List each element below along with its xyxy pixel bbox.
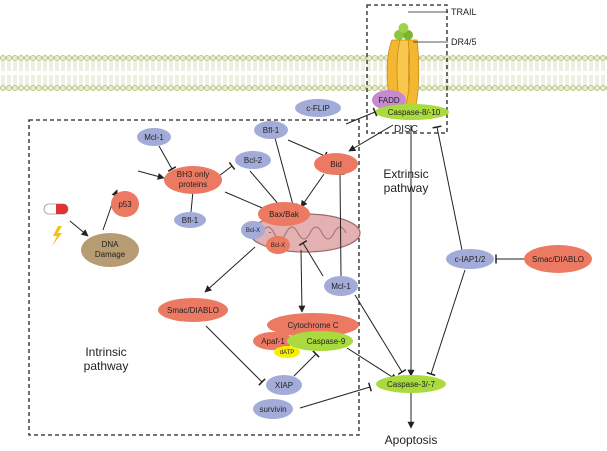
bclx-label-b: Bcl-X [271,243,285,249]
mcl1-mid-label: Mcl-1 [331,282,351,291]
smac-right-node [524,245,592,273]
bid-label: Bid [330,160,342,169]
disc-label: DISC [394,124,418,135]
ciap-node [446,249,494,269]
mcl1-mid-node [324,276,358,296]
pathway-edges [69,107,526,429]
bid-node [314,153,358,175]
xiap-node [266,375,302,395]
cell-membrane [0,55,607,91]
cytochrome-c-node [267,313,359,337]
caspase37-label: Caspase-3/-7 [387,380,436,389]
intrinsic-label: Intrinsic [85,345,126,359]
smac-left-label: Smac/DIABLO [167,306,219,315]
xiap-label: XIAP [275,381,293,390]
bh3-only-node [164,166,222,194]
caspase37-node [376,375,446,393]
ciap-label: c-IAP1/2 [455,255,486,264]
dr45-receptor [386,39,420,106]
smac-left-node [158,298,228,322]
bclx-node-b [266,236,290,254]
bfl1-top-node [254,121,288,139]
trail-ligand [394,23,413,40]
apaf1-label: Apaf-1 [261,337,285,346]
lightning-icon [52,226,62,246]
extrinsic-label: Extrinsic [383,167,428,181]
bclx-node-a [241,221,265,239]
fadd-label: FADD [378,96,400,105]
bh3-label-2: proteins [179,180,207,189]
mcl1-top-node [137,128,171,146]
dr45-label: DR4/5 [451,37,477,47]
disc-box [366,4,448,134]
bfl1-lower-node [174,212,206,228]
dna-label: DNA [102,240,120,249]
cflip-node [295,99,341,117]
baxbak-node [258,202,310,226]
bh3-label: BH3 only [177,170,209,179]
survivin-node [253,399,293,419]
caspase8-label: Caspase-8/-10 [388,108,441,117]
caspase9-label: Caspase-9 [307,337,346,346]
extrinsic-label-2: pathway [384,181,429,195]
intrinsic-box [28,119,360,436]
datp-label: dATP [280,350,295,356]
p53-node [111,191,139,217]
apaf1-node [253,332,293,350]
smac-right-label: Smac/DIABLO [532,255,584,264]
dna-damage-node [81,233,139,267]
drug-capsule-icon [43,203,69,215]
cflip-label: c-FLIP [306,104,330,113]
cytochrome-c-label: Cytochrome C [287,321,338,330]
bcl2-label: Bcl-2 [244,156,263,165]
bfl1-lower-label: Bfl-1 [182,216,199,225]
p53-label: p53 [118,200,132,209]
dna-label-2: Damage [95,250,126,259]
caspase9-node [287,331,353,351]
trail-label: TRAIL [451,7,477,17]
survivin-label: survivin [259,405,286,414]
bclx-label-a: Bcl-X [246,228,260,234]
caspase8-node [375,104,449,120]
datp-node [274,346,300,358]
apoptosis-label: Apoptosis [385,433,438,447]
mcl1-top-label: Mcl-1 [144,133,164,142]
bfl1-top-label: Bfl-1 [263,126,280,135]
intrinsic-label-2: pathway [84,359,129,373]
bcl2-node [235,151,271,169]
baxbak-label: Bax/Bak [269,210,300,219]
